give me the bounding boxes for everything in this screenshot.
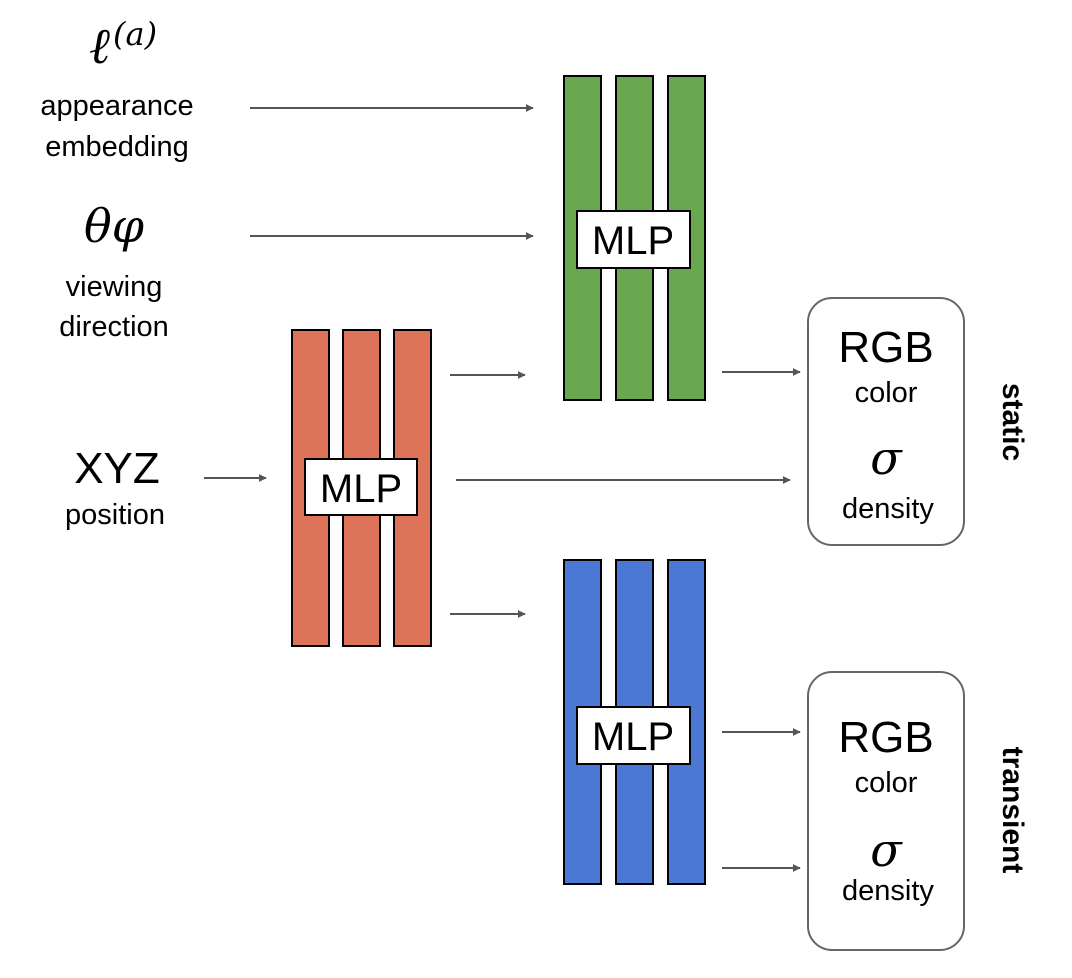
transient-mlp-label-box bbox=[576, 706, 691, 765]
appearance-label-line1: appearance bbox=[40, 90, 193, 122]
static-rgb-label: RGB bbox=[838, 323, 933, 372]
appearance-symbol: ℓ bbox=[89, 17, 110, 75]
static-color-label: color bbox=[855, 377, 918, 409]
viewing-label-line2: direction bbox=[59, 311, 169, 343]
static-sigma-symbol: σ bbox=[870, 431, 903, 485]
appearance-embedding-input: ℓ (a) appearance embedding bbox=[40, 15, 193, 163]
transient-output-box bbox=[807, 671, 965, 951]
position-subtitle: position bbox=[65, 499, 165, 531]
transient-side-label: transient bbox=[996, 747, 1029, 874]
transient-rgb-label: RGB bbox=[838, 713, 933, 762]
transient-color-label: color bbox=[855, 767, 918, 799]
position-mlp-label: MLP bbox=[320, 467, 402, 511]
transient-mlp: MLP bbox=[563, 559, 706, 885]
viewing-direction-input: θφ viewing direction bbox=[59, 199, 169, 343]
arrows bbox=[204, 104, 801, 872]
viewing-symbol: θφ bbox=[84, 199, 145, 253]
transient-sigma-symbol: σ bbox=[870, 823, 903, 877]
static-density-label: density bbox=[842, 493, 934, 525]
appearance-mlp-label: MLP bbox=[592, 219, 674, 263]
transient-density-label: density bbox=[842, 875, 934, 907]
transient-mlp-label: MLP bbox=[592, 715, 674, 759]
xyz-position-input: XYZ position bbox=[65, 444, 165, 531]
position-mlp: MLP bbox=[291, 329, 432, 647]
appearance-superscript: (a) bbox=[113, 15, 157, 53]
appearance-mlp: MLP bbox=[563, 75, 706, 401]
appearance-label-line2: embedding bbox=[45, 131, 189, 163]
static-output: RGB color σ density static bbox=[807, 297, 1029, 546]
transient-output: RGB color σ density transient bbox=[807, 671, 1029, 951]
position-title: XYZ bbox=[74, 444, 160, 493]
static-side-label: static bbox=[996, 383, 1029, 461]
position-mlp-label-box bbox=[304, 458, 418, 516]
appearance-mlp-label-box bbox=[576, 210, 691, 269]
static-output-box bbox=[807, 297, 965, 546]
viewing-label-line1: viewing bbox=[66, 271, 163, 303]
